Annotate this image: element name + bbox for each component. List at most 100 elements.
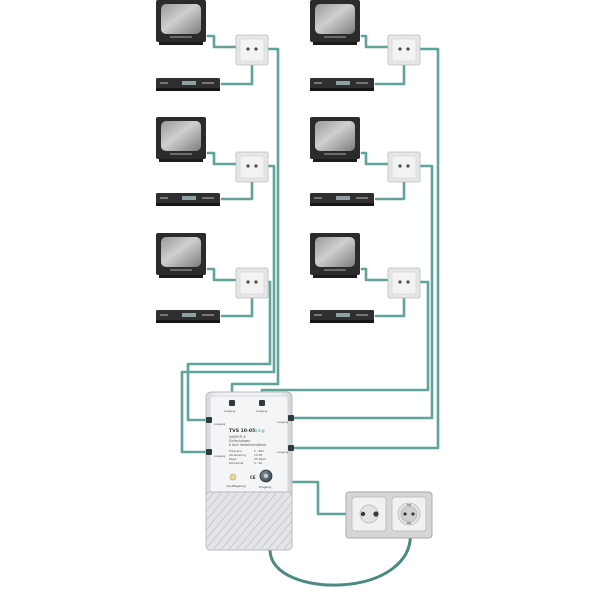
amp-output-port-4 [206, 449, 212, 455]
receiver-display [182, 196, 196, 200]
television-2 [310, 0, 360, 45]
receiver-button [202, 314, 214, 316]
receiver-display [336, 313, 350, 317]
cable-receiver-6 [374, 296, 406, 318]
receiver-1 [156, 78, 220, 91]
outlet-insert [391, 271, 417, 295]
spec-value: 5 - 862 [254, 449, 264, 453]
tv-screen [315, 121, 355, 151]
cable-tv-2 [360, 34, 390, 49]
outlet-sat-port [254, 164, 258, 168]
cable-receiver-2 [374, 63, 406, 86]
receiver-2 [310, 78, 374, 91]
receiver-button [314, 314, 322, 316]
receiver-button [202, 197, 214, 199]
television-1 [156, 0, 206, 45]
spec-key: Frequenz [229, 449, 242, 453]
amp-input-label: Eingang [259, 485, 271, 489]
amp-output-label: Ausgang [256, 409, 268, 413]
spec-value: 95 dBµV [254, 457, 266, 461]
outlet-insert [391, 155, 417, 179]
receiver-button [160, 82, 168, 84]
port-connector [259, 400, 265, 406]
tv-controls [170, 36, 192, 38]
outlet-sat-port [406, 280, 410, 284]
outlet-tv-port [246, 164, 250, 168]
spec-value: 10 dB [254, 453, 262, 457]
television-4 [310, 117, 360, 162]
television-6 [310, 233, 360, 278]
receiver-3 [156, 193, 220, 206]
port-connector [229, 400, 235, 406]
wall-outlet-5 [235, 267, 269, 299]
receiver-display [336, 81, 350, 85]
amp-ce-mark: CE [250, 475, 256, 480]
amp-output-port-5 [288, 415, 294, 421]
tv-screen [315, 4, 355, 34]
trunk-1 [230, 47, 280, 404]
cable-tv-3 [206, 151, 238, 166]
trunk-2 [180, 164, 276, 454]
devices [156, 0, 421, 323]
receiver-foot [156, 320, 220, 323]
receiver-button [314, 197, 322, 199]
receiver-button [202, 82, 214, 84]
amp-subtitle-3: 6 fach Verteilverstärker [229, 443, 267, 447]
tv-base [159, 42, 203, 45]
tv-screen [161, 121, 201, 151]
cable-receiver-1 [220, 63, 254, 86]
tv-controls [324, 36, 346, 38]
receiver-button [160, 314, 168, 316]
receiver-display [182, 313, 196, 317]
amp-output-port-6 [288, 445, 294, 451]
television-3 [156, 117, 206, 162]
outlet-insert [239, 271, 265, 295]
amp-output-port-3 [206, 417, 212, 423]
amp-brand: axing [252, 428, 265, 434]
tv-screen [161, 237, 201, 267]
receiver-button [314, 82, 322, 84]
wall-outlet-2 [387, 34, 421, 66]
amp-subtitle-2: Einfachdosen [229, 439, 250, 443]
outlet-tv-port [398, 280, 402, 284]
amp-led-icon [229, 473, 237, 481]
mains-cord [268, 526, 412, 587]
cable-tv-1 [206, 34, 238, 49]
distribution-amplifier: TVS 10-05 axing SAMLY® 6 Einfachdosen 6 … [205, 391, 294, 551]
tv-controls [170, 153, 192, 155]
wall-socket-combo [345, 491, 433, 539]
tv-screen [161, 4, 201, 34]
receiver-foot [310, 88, 374, 91]
receiver-6 [310, 310, 374, 323]
amp-output-port-1 [229, 400, 235, 406]
outlet-sat-port [254, 47, 258, 51]
receiver-button [356, 314, 368, 316]
cable-tv-6 [360, 267, 390, 282]
tv-base [313, 42, 357, 45]
outlet-insert [239, 38, 265, 62]
amp-output-label: Ausgang [277, 420, 289, 424]
cable-tv-5 [206, 267, 238, 282]
spec-key: Rückkanal [229, 461, 244, 465]
amp-output-label: Ausgang [224, 409, 236, 413]
cable-tv-4 [360, 151, 390, 166]
outlet-tv-port [246, 280, 250, 284]
port-connector [206, 449, 212, 455]
outlet-sat-port [254, 280, 258, 284]
television-5 [156, 233, 206, 278]
spec-key: Verstärkung [229, 453, 246, 457]
amp-reg-label: Input/Regelung [226, 484, 246, 488]
trunk-5 [290, 164, 434, 420]
port-connector [288, 415, 294, 421]
tv-controls [324, 269, 346, 271]
outlet-insert [239, 155, 265, 179]
tv-controls [170, 269, 192, 271]
receiver-foot [310, 320, 374, 323]
receiver-foot [156, 88, 220, 91]
tv-screen [315, 237, 355, 267]
wall-outlet-4 [387, 151, 421, 183]
amp-output-label: Ausgang [214, 454, 226, 458]
wall-outlet-6 [387, 267, 421, 299]
receiver-button [356, 82, 368, 84]
